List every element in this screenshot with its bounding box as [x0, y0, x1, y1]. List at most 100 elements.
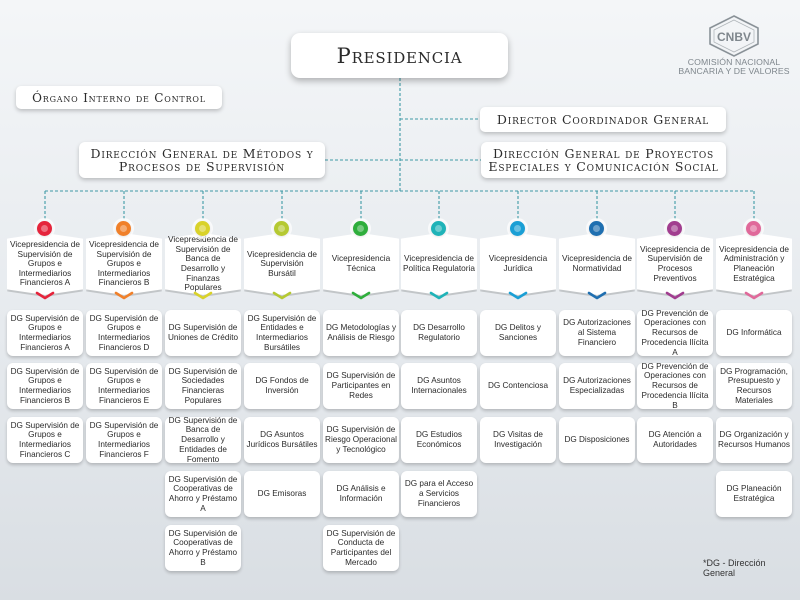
dg-box: DG Supervisión de Entidades e Intermedia… [244, 310, 320, 356]
dg-box: DG Supervisión de Grupos e Intermediario… [86, 363, 162, 409]
dg-box: DG Autorizaciones Especializadas [559, 363, 635, 409]
dg-label: DG Informática [726, 328, 782, 338]
vicepresidencia-label: Vicepresidencia de Administración y Plan… [719, 243, 789, 283]
dg-box: DG Supervisión de Riesgo Operacional y T… [323, 417, 399, 463]
dg-label: DG Fondos de Inversión [255, 376, 309, 395]
dg-label: DG Autorizaciones al Sistema Financiero [563, 318, 631, 347]
chevron-down-icon [744, 291, 764, 300]
dg-proyectos-box: Dirección General de Proyectos Especiale… [481, 142, 726, 178]
dg-label: DG Supervisión de Participantes en Redes [326, 371, 396, 400]
director-coordinador-label: Director Coordinador General [496, 112, 710, 127]
dg-label: DG Supervisión de Sociedades Financieras… [168, 366, 238, 405]
vicepresidencia-label: Vicepresidencia de Normatividad [562, 253, 632, 273]
dg-metodos-label-line-1: Dirección General de Métodos y [90, 145, 314, 161]
color-dot-icon [589, 221, 604, 236]
dg-label: DG Contenciosa [487, 381, 549, 391]
dg-label: DG Supervisión de Entidades e Intermedia… [247, 313, 317, 352]
dg-label: DG Análisis e Información [336, 484, 386, 503]
vicepresidencia-box [244, 233, 320, 295]
dg-box: DG Contenciosa [480, 363, 556, 409]
dg-label: DG Supervisión de Cooperativas de Ahorro… [168, 474, 238, 513]
dg-box: DG Supervisión de Conducta de Participan… [323, 525, 399, 571]
logo-line-2: BANCARIA Y DE VALORES [678, 66, 790, 76]
logo-line-1: COMISIÓN NACIONAL [687, 57, 781, 67]
chevron-down-icon [272, 291, 292, 300]
dg-label: DG Programación, Presupuesto y Recursos … [720, 366, 788, 405]
dg-label: DG Desarrollo Regulatorio [413, 323, 465, 342]
dg-label: DG Asuntos Jurídicos Bursátiles [246, 430, 318, 449]
dg-box: DG Autorizaciones al Sistema Financiero [559, 310, 635, 356]
dg-box: DG Asuntos Internacionales [401, 363, 477, 409]
chevron-down-icon [429, 291, 449, 300]
dg-box: DG Planeación Estratégica [716, 471, 792, 517]
vicepresidencia-box [559, 233, 635, 295]
chevron-down-icon [508, 291, 528, 300]
dg-box: DG Asuntos Jurídicos Bursátiles [244, 417, 320, 463]
dg-label: DG Supervisión de Conducta de Participan… [326, 528, 396, 567]
color-dot-icon [116, 221, 131, 236]
dg-label: DG Prevención de Operaciones con Recurso… [641, 361, 709, 410]
color-dot-icon [667, 221, 682, 236]
vicepresidencia-box [637, 233, 713, 295]
color-dot-icon [274, 221, 289, 236]
dg-proyectos-label-line-2: Especiales y Comunicación Social [488, 159, 719, 174]
vicepresidencia-label: Vicepresidencia de Supervisión de Banca … [168, 234, 238, 293]
dg-box: DG Prevención de Operaciones con Recurso… [637, 361, 713, 410]
dg-label: DG Supervisión de Banca de Desarrollo y … [168, 415, 238, 464]
dg-label: DG Disposiciones [564, 435, 630, 445]
dg-label: DG Supervisión de Riesgo Operacional y T… [325, 425, 397, 454]
color-dot-icon [431, 221, 446, 236]
dg-label: DG Autorizaciones Especializadas [563, 376, 631, 395]
dg-label: DG Planeación Estratégica [726, 484, 782, 503]
dg-metodos-box: Dirección General de Métodos y Procesos … [79, 142, 325, 178]
dg-label: DG Supervisión de Grupos e Intermediario… [89, 420, 159, 459]
vicepresidencia-label: Vicepresidencia de Supervisión de Proces… [640, 243, 710, 283]
vicepresidencia-box [323, 233, 399, 295]
dg-label: DG Atención a Autoridades [648, 430, 702, 449]
dg-box: DG Supervisión de Cooperativas de Ahorro… [165, 471, 241, 517]
organo-interno-control-box: Órgano Interno de Control [16, 86, 222, 109]
dg-label: DG Metodologías y Análisis de Riesgo [325, 323, 397, 342]
vicepresidencia-label: Vicepresidencia de Supervisión de Grupos… [10, 239, 80, 288]
dg-box: DG Supervisión de Grupos e Intermediario… [7, 310, 83, 356]
dg-box: DG Supervisión de Grupos e Intermediario… [7, 363, 83, 409]
dg-box: DG Fondos de Inversión [244, 363, 320, 409]
dg-box: DG Delitos y Sanciones [480, 310, 556, 356]
cnbv-emblem-icon: CNBV [709, 15, 759, 57]
dg-label: DG Estudios Económicos [416, 430, 462, 449]
dg-box: DG Estudios Económicos [401, 417, 477, 463]
cnbv-logo: CNBV COMISIÓN NACIONAL BANCARIA Y DE VAL… [678, 14, 790, 80]
logo-abbr: CNBV [717, 30, 751, 44]
dg-box: DG Informática [716, 310, 792, 356]
dg-box: DG Desarrollo Regulatorio [401, 310, 477, 356]
dg-label: DG Organización y Recursos Humanos [718, 430, 790, 449]
vicepresidencia-box [165, 233, 241, 295]
vicepresidencia-box [7, 233, 83, 295]
dg-box: DG Análisis e Información [323, 471, 399, 517]
dg-box: DG Supervisión de Grupos e Intermediario… [7, 417, 83, 463]
color-dot-icon [746, 221, 761, 236]
dg-label: DG Asuntos Internacionales [411, 376, 467, 395]
vicepresidencia-box [716, 233, 792, 295]
dg-label: DG Prevención de Operaciones con Recurso… [641, 308, 709, 357]
vicepresidencia-label: Vicepresidencia de Supervisión de Grupos… [89, 239, 159, 288]
chevron-down-icon [587, 291, 607, 300]
vicepresidencia-label: Vicepresidencia de Política Regulatoria [403, 253, 475, 273]
dg-box: DG Prevención de Operaciones con Recurso… [637, 308, 713, 357]
presidencia-box: Presidencia [291, 33, 508, 78]
vicepresidencia-label: Vicepresidencia de Supervisión Bursátil [247, 248, 317, 278]
dg-box: DG Supervisión de Banca de Desarrollo y … [165, 415, 241, 464]
dg-box: DG Supervisión de Participantes en Redes [323, 363, 399, 409]
dg-label: DG Visitas de Investigación [493, 430, 543, 449]
dg-label: DG Supervisión de Cooperativas de Ahorro… [168, 528, 238, 567]
color-dot-icon [195, 221, 210, 236]
vicepresidencia-label: Vicepresidencia Técnica [331, 253, 391, 273]
color-dot-icon [510, 221, 525, 236]
dg-box: DG Disposiciones [559, 417, 635, 463]
vicepresidencia-box [86, 233, 162, 295]
vicepresidencia-box [480, 233, 556, 295]
dg-box: DG Supervisión de Cooperativas de Ahorro… [165, 525, 241, 571]
dg-label: DG Supervisión de Grupos e Intermediario… [89, 366, 159, 405]
dg-label: DG Supervisión de Grupos e Intermediario… [89, 313, 159, 352]
dg-box: DG Visitas de Investigación [480, 417, 556, 463]
